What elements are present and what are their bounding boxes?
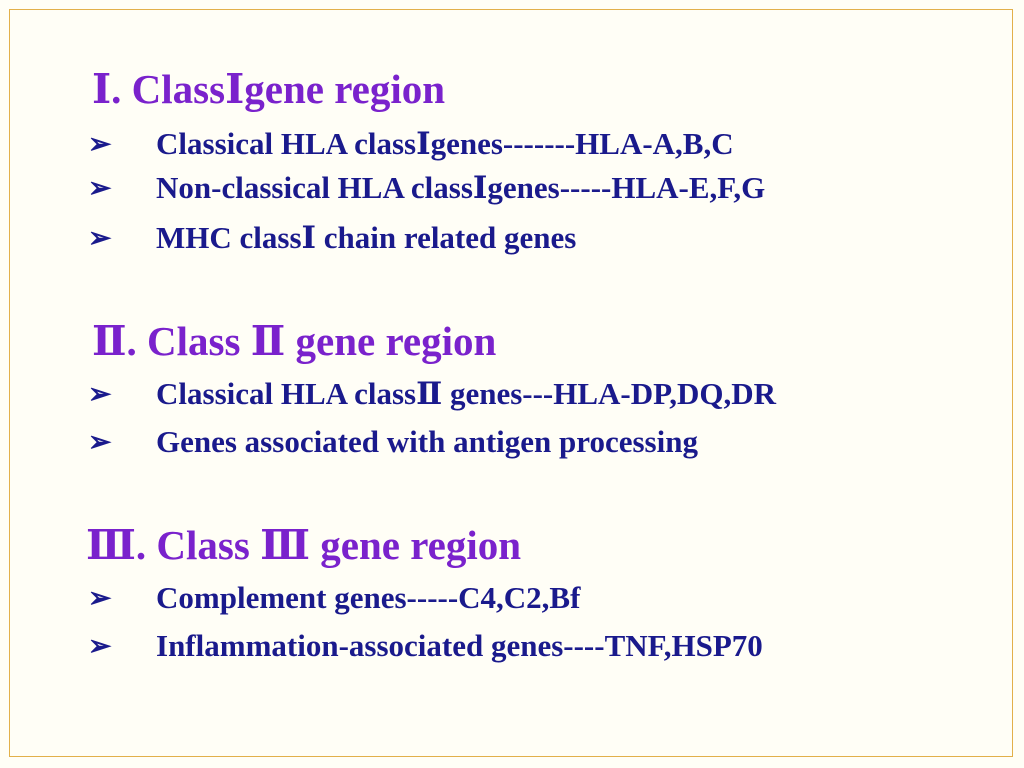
arrow-bullet-icon: ➢ — [88, 379, 112, 410]
list-item-text: MHC classⅠ chain related genes — [156, 220, 577, 255]
list-item-text: Classical HLA classⅠgenes-------HLA-A,B,… — [156, 126, 734, 161]
section-heading-class-3: Ⅲ. Class Ⅲ gene region — [86, 522, 522, 568]
slide-border — [9, 9, 1013, 757]
list-item: ➢ Genes associated with antigen processi… — [88, 424, 698, 460]
arrow-bullet-icon: ➢ — [88, 583, 112, 614]
list-item-text: Non-classical HLA classⅠgenes-----HLA-E,… — [156, 170, 766, 205]
list-item: ➢ Non-classical HLA classⅠgenes-----HLA-… — [88, 170, 765, 206]
section-heading-class-2: Ⅱ. Class Ⅱ gene region — [92, 318, 497, 364]
list-item-text: Genes associated with antigen processing — [156, 424, 698, 459]
list-item: ➢ Classical HLA classⅡ genes---HLA-DP,DQ… — [88, 376, 776, 412]
arrow-bullet-icon: ➢ — [88, 427, 112, 458]
arrow-bullet-icon: ➢ — [88, 223, 112, 254]
list-item: ➢ Inflammation-associated genes----TNF,H… — [88, 628, 763, 664]
arrow-bullet-icon: ➢ — [88, 631, 112, 662]
list-item: ➢ MHC classⅠ chain related genes — [88, 220, 576, 256]
list-item: ➢ Classical HLA classⅠgenes-------HLA-A,… — [88, 126, 734, 162]
list-item-text: Classical HLA classⅡ genes---HLA-DP,DQ,D… — [156, 376, 776, 411]
section-heading-class-1: Ⅰ. ClassⅠgene region — [92, 66, 446, 112]
list-item-text: Inflammation-associated genes----TNF,HSP… — [156, 628, 763, 663]
arrow-bullet-icon: ➢ — [88, 129, 112, 160]
arrow-bullet-icon: ➢ — [88, 173, 112, 204]
list-item: ➢ Complement genes-----C4,C2,Bf — [88, 580, 580, 616]
list-item-text: Complement genes-----C4,C2,Bf — [156, 580, 581, 615]
